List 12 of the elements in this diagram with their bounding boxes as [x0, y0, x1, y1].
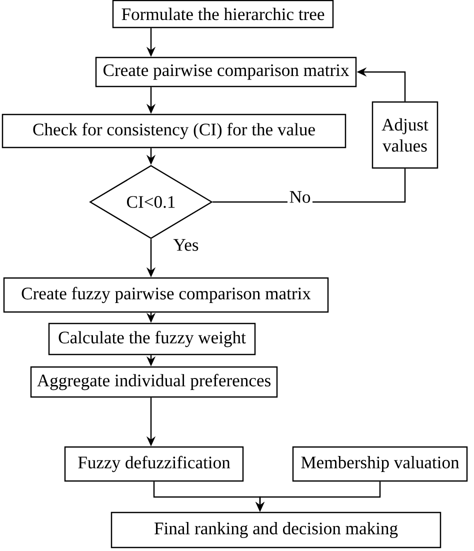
process-box: Calculate the fuzzy weight — [48, 322, 256, 356]
process-box: Membership valuation — [292, 446, 468, 482]
process-box: Aggregate individual preferences — [30, 366, 278, 398]
process-box: Create pairwise comparison matrix — [95, 56, 357, 88]
process-box: Final ranking and decision making — [110, 512, 442, 548]
process-box: Formulate the hierarchic tree — [112, 0, 334, 28]
process-box: Adjust values — [372, 101, 438, 169]
process-box: Create fuzzy pairwise comparison matrix — [3, 277, 329, 313]
process-box: Check for consistency (CI) for the value — [2, 114, 346, 148]
edge-label: No — [288, 189, 312, 205]
edge-label: Yes — [171, 237, 201, 253]
process-box: Fuzzy defuzzification — [64, 446, 244, 482]
